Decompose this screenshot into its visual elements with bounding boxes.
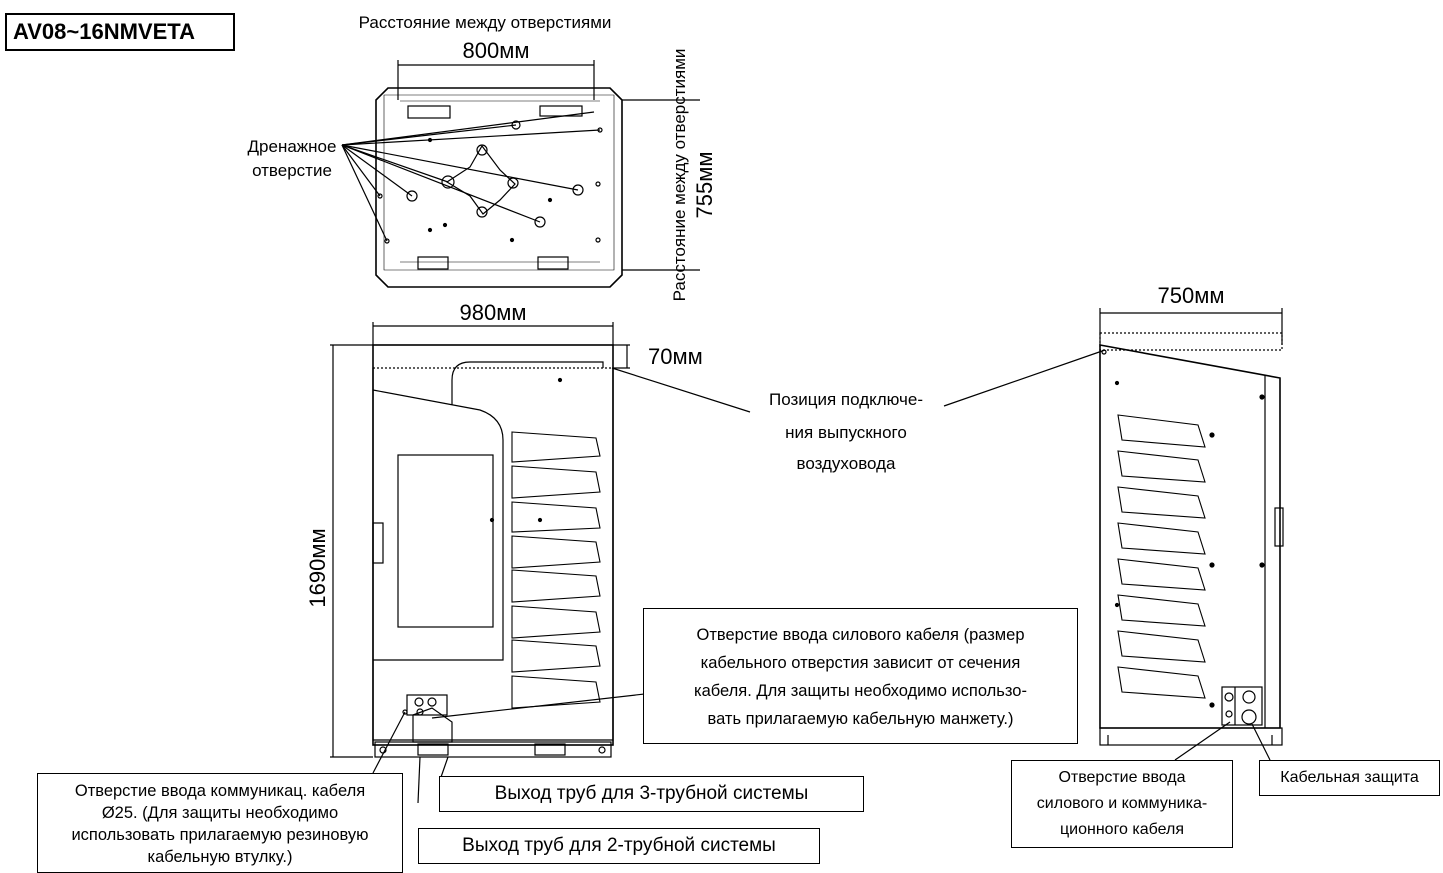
top-depth-dim: 755мм: [692, 152, 717, 219]
comm-cable-line2: Ø25. (Для защиты необходимо: [101, 804, 339, 822]
front-view: 980мм 1690мм 70мм: [305, 300, 751, 804]
front-width-dim: 980мм: [460, 300, 527, 325]
duct-label-line1: Позиция подключе-: [769, 390, 923, 409]
model-title: AV08~16NMVETA: [5, 13, 235, 51]
top-view: Расстояние между отверстиями 800мм: [248, 13, 717, 301]
power-comm-line3: ционного кабеля: [1060, 821, 1184, 838]
pipe-exit-2-callout: Выход труб для 2-трубной системы: [418, 828, 820, 864]
side-view: 750мм: [943, 283, 1284, 761]
power-comm-line1: Отверстие ввода: [1058, 769, 1186, 786]
offset-dim: 70мм: [648, 344, 703, 369]
power-cable-line3: кабеля. Для защиты необходимо использо-: [694, 682, 1027, 700]
comm-cable-line4: кабельную втулку.): [147, 848, 293, 866]
front-height-dim: 1690мм: [305, 528, 330, 607]
comm-cable-line1: Отверстие ввода коммуникац. кабеля: [74, 782, 366, 800]
pipe-exit-3-callout: Выход труб для 3-трубной системы: [439, 776, 864, 812]
power-cable-line4: вать прилагаемую кабельную манжету.): [707, 710, 1014, 728]
power-cable-line2: кабельного отверстия зависит от сечения: [700, 654, 1021, 672]
duct-label-line3: воздуховода: [796, 454, 896, 473]
depth-label: Расстояние между отверстиями: [670, 49, 689, 302]
power-cable-hole-callout: Отверстие ввода силового кабеля (размер …: [643, 608, 1078, 744]
power-comm-hole-callout: Отверстие ввода силового и коммуника- ци…: [1011, 760, 1233, 848]
drain-label-line2: отверстие: [252, 161, 332, 180]
comm-cable-hole-callout: Отверстие ввода коммуникац. кабеля Ø25. …: [37, 773, 403, 873]
top-width-dim: 800мм: [463, 38, 530, 63]
drain-label-line1: Дренажное: [248, 137, 337, 156]
power-comm-line2: силового и коммуника-: [1036, 795, 1208, 812]
cable-protection-callout: Кабельная защита: [1259, 760, 1440, 796]
duct-label-line2: ния выпускного: [785, 423, 907, 442]
power-cable-line1: Отверстие ввода силового кабеля (размер: [696, 626, 1025, 644]
comm-cable-line3: использовать прилагаемую резиновую: [71, 826, 369, 844]
hole-distance-label: Расстояние между отверстиями: [359, 13, 612, 32]
side-width-dim: 750мм: [1158, 283, 1225, 308]
